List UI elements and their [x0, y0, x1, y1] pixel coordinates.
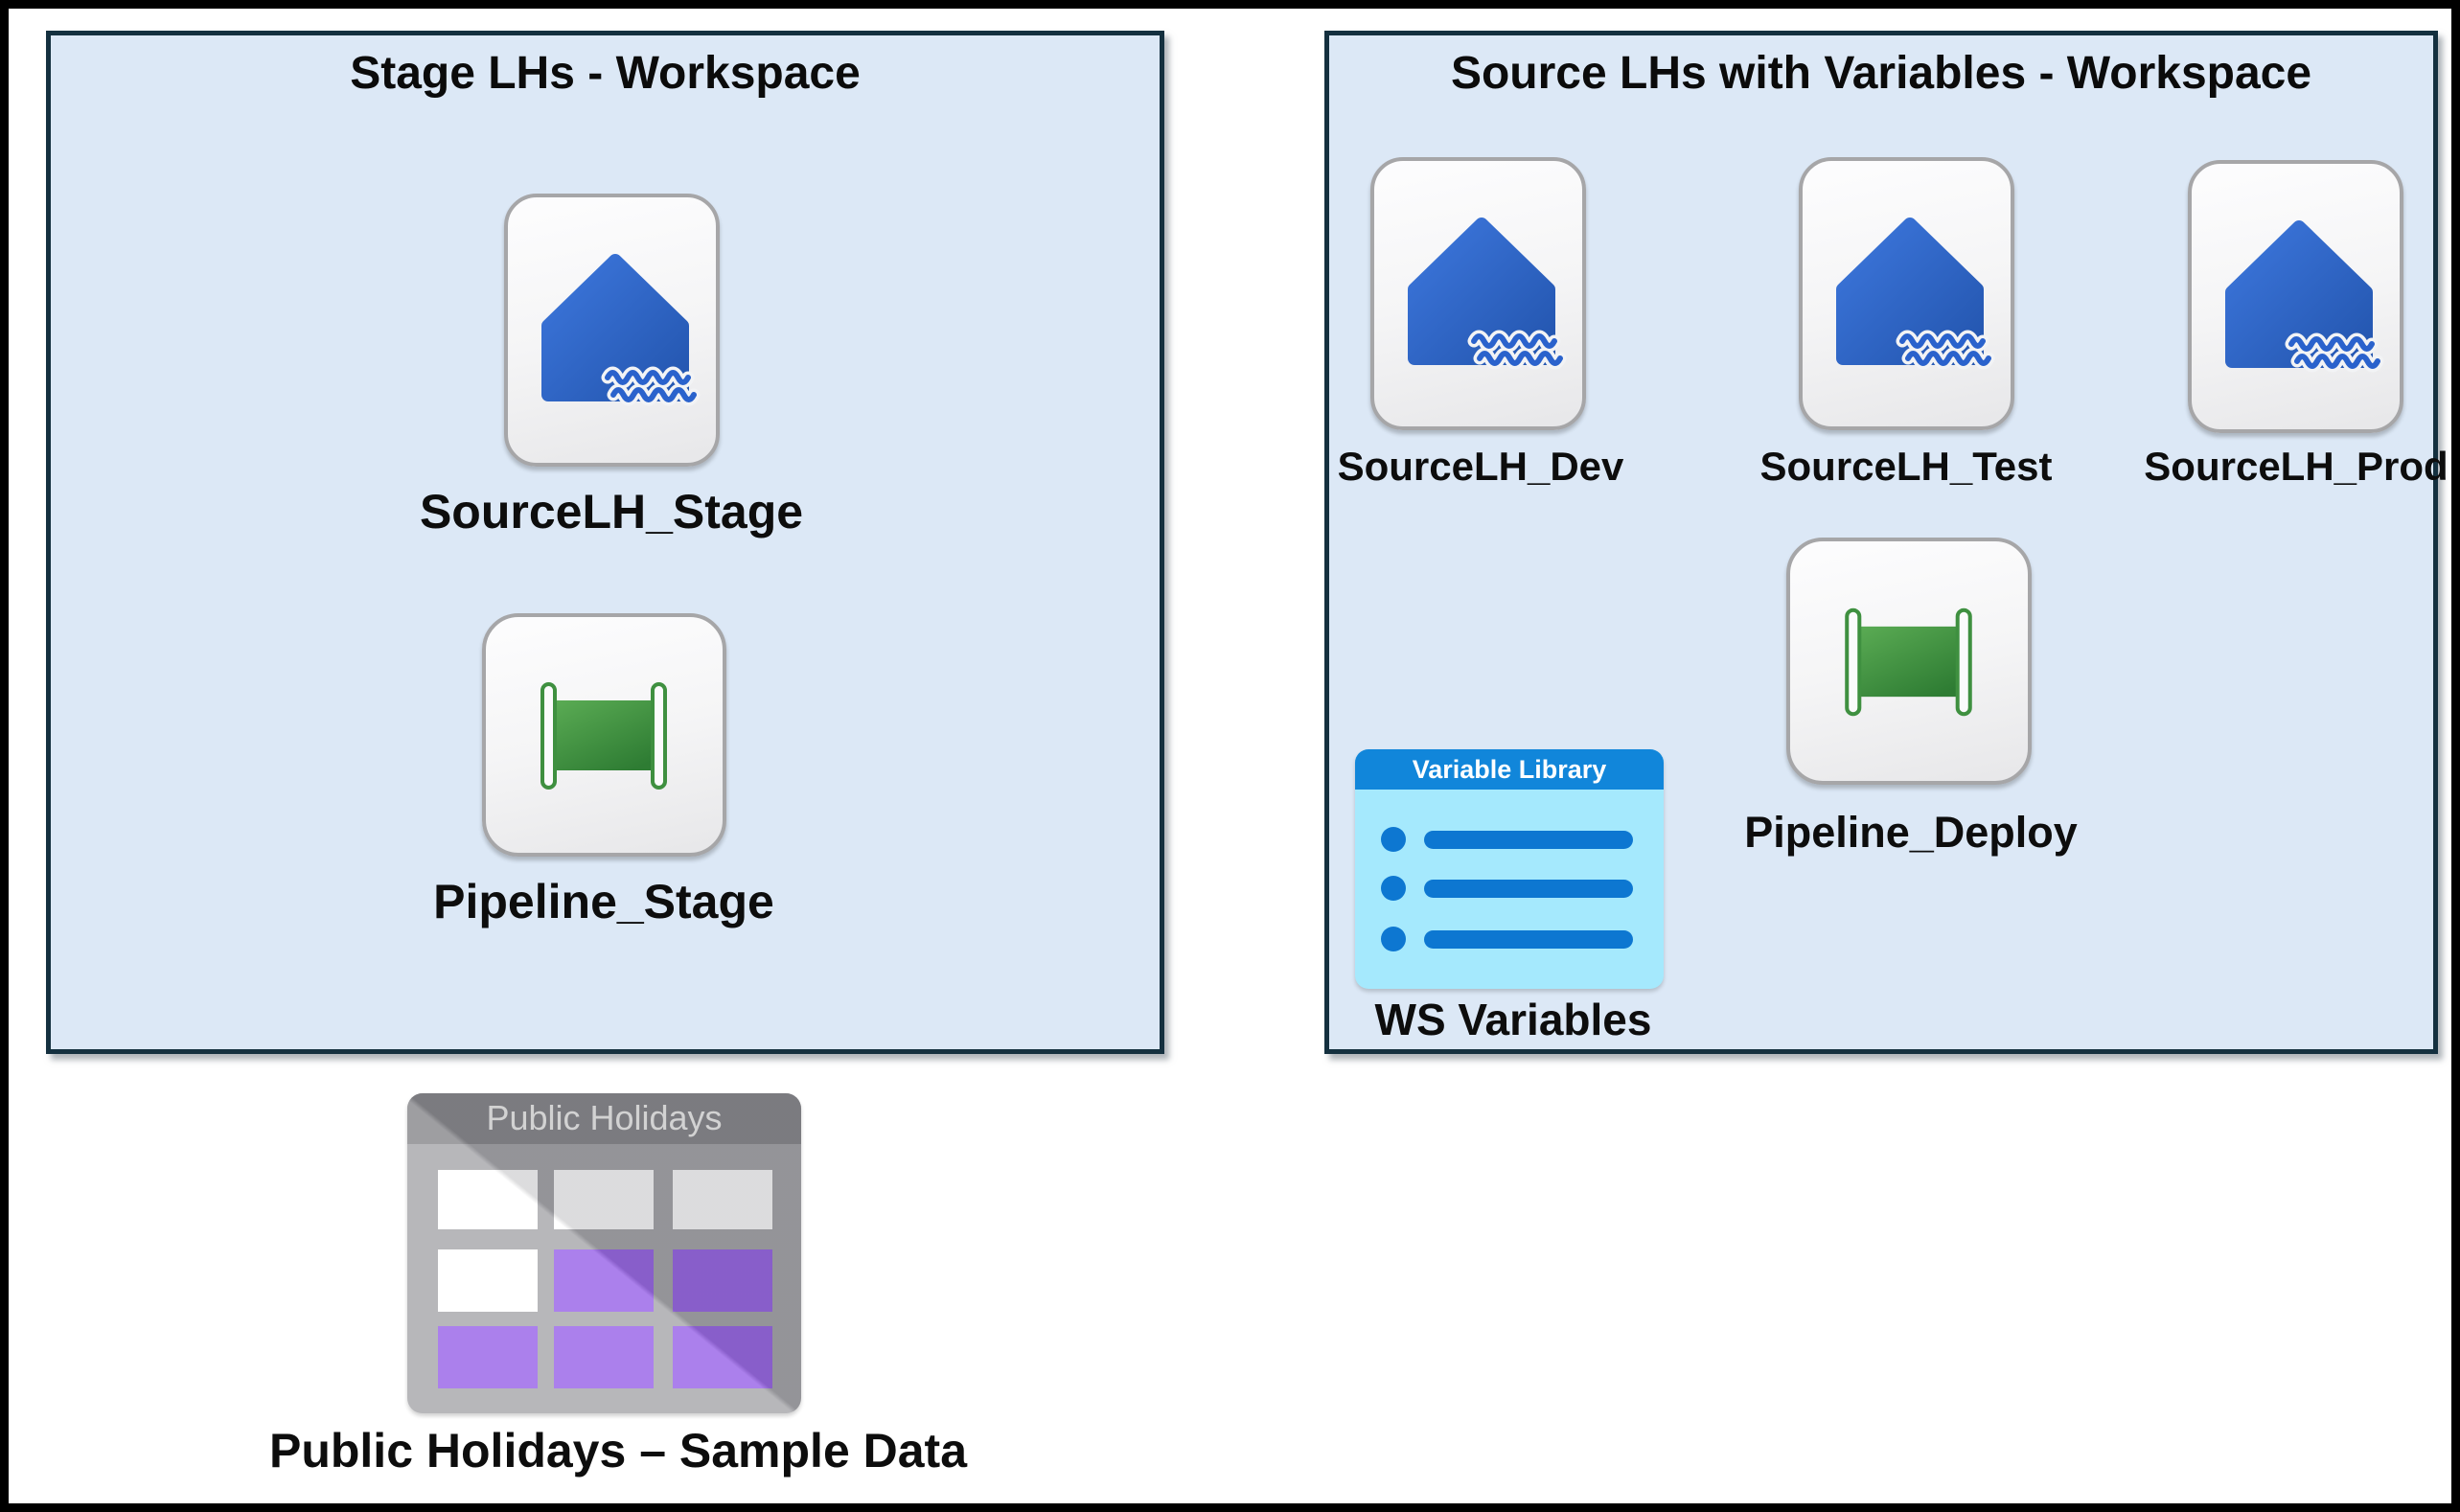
- workspace-title: Stage LHs - Workspace: [350, 48, 861, 99]
- variable-bar: [1424, 831, 1633, 849]
- table-cell: [673, 1170, 772, 1229]
- pipeline-icon: [540, 682, 667, 790]
- sample-table-icon: Public Holidays: [407, 1093, 801, 1413]
- table-cell: [438, 1170, 538, 1229]
- lakehouse-card-sourcelh-stage: [504, 194, 720, 467]
- variable-library-header: Variable Library: [1355, 749, 1664, 790]
- item-label-sourcelh-stage: SourceLH_Stage: [419, 485, 804, 538]
- table-cell: [438, 1326, 538, 1388]
- table-cell: [673, 1326, 772, 1388]
- variable-library-icon: Variable Library: [1355, 749, 1664, 989]
- lakehouse-card-sourcelh-prod: [2188, 160, 2403, 433]
- sample-table-header: Public Holidays: [407, 1093, 801, 1144]
- lakehouse-icon: [2225, 220, 2384, 373]
- table-cell: [554, 1326, 654, 1388]
- pipeline-card-pipeline-deploy: [1786, 538, 2032, 785]
- table-cell: [438, 1249, 538, 1312]
- pipeline-icon: [1845, 607, 1972, 717]
- workspace-title: Source LHs with Variables - Workspace: [1450, 48, 2312, 99]
- workspace-box-stage: Stage LHs - Workspace SourceLH_Stage Pip…: [46, 31, 1164, 1054]
- lakehouse-icon: [541, 254, 701, 406]
- lakehouse-icon: [1836, 218, 1995, 370]
- pipeline-card-pipeline-stage: [482, 613, 726, 857]
- bullet-icon: [1381, 876, 1406, 901]
- bullet-icon: [1381, 827, 1406, 852]
- variable-row: [1355, 876, 1664, 901]
- item-label-sourcelh-test: SourceLH_Test: [1759, 444, 2053, 489]
- lakehouse-card-sourcelh-test: [1799, 157, 2014, 430]
- variable-bar: [1424, 880, 1633, 898]
- item-label-sourcelh-prod: SourceLH_Prod: [2144, 444, 2449, 489]
- lakehouse-card-sourcelh-dev: [1370, 157, 1586, 430]
- item-label-public-holidays-sample: Public Holidays – Sample Data: [268, 1424, 968, 1478]
- lakehouse-icon: [1408, 218, 1567, 370]
- table-cell: [554, 1170, 654, 1229]
- bullet-icon: [1381, 927, 1406, 951]
- workspace-box-source: Source LHs with Variables - Workspace So…: [1324, 31, 2449, 1054]
- variable-row: [1355, 827, 1664, 852]
- item-label-pipeline-stage: Pipeline_Stage: [433, 875, 774, 928]
- variable-bar: [1424, 930, 1633, 949]
- item-label-pipeline-deploy: Pipeline_Deploy: [1744, 808, 2078, 857]
- table-cell: [673, 1249, 772, 1312]
- item-label-sourcelh-dev: SourceLH_Dev: [1337, 444, 1624, 489]
- table-cell: [554, 1249, 654, 1312]
- variable-row: [1355, 927, 1664, 951]
- item-label-ws-variables: WS Variables: [1374, 995, 1652, 1044]
